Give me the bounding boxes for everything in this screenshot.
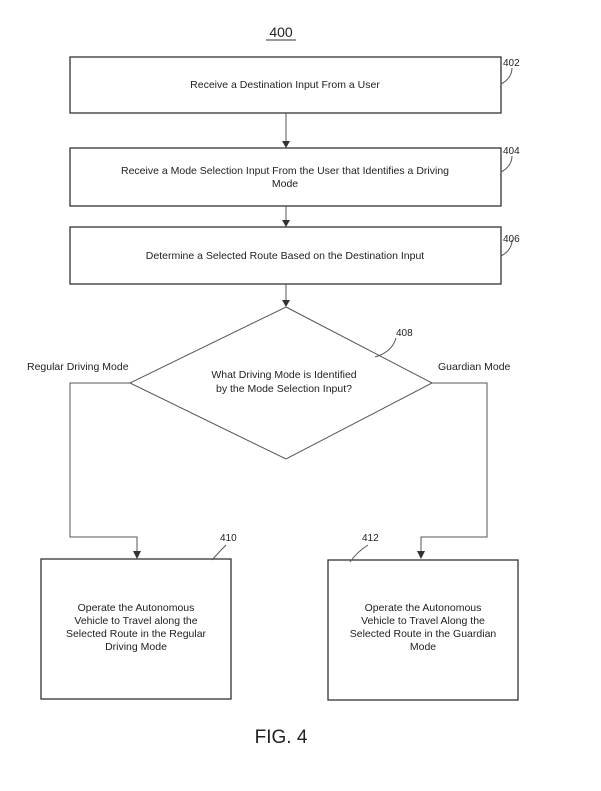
step-404-ref-leader xyxy=(500,155,513,173)
arrowhead-to-412 xyxy=(417,551,425,559)
step-410-box xyxy=(40,558,232,700)
figure-number: 400 xyxy=(269,24,293,40)
branch-left-path xyxy=(69,382,138,551)
decision-408-label-line1: What Driving Mode is Identified xyxy=(211,369,356,381)
step-406-box xyxy=(69,226,502,285)
step-404-label-line2: Mode xyxy=(272,178,298,190)
figure-caption: FIG. 4 xyxy=(255,727,308,748)
arrowhead-402-404 xyxy=(282,141,290,148)
step-412-ref-leader xyxy=(349,544,369,563)
step-412-label-line4: Mode xyxy=(410,641,436,653)
step-406-ref-leader xyxy=(500,239,513,257)
step-404-ref: 404 xyxy=(503,146,520,157)
step-410-label-line1: Operate the Autonomous xyxy=(78,602,195,614)
step-412-label-line1: Operate the Autonomous xyxy=(365,602,482,614)
arrowhead-to-410 xyxy=(133,551,141,559)
decision-408-ref: 408 xyxy=(396,328,413,339)
step-412-box xyxy=(327,559,519,701)
step-404-box xyxy=(69,147,502,207)
arrowhead-404-406 xyxy=(282,220,290,227)
step-402-ref: 402 xyxy=(503,58,520,69)
decision-408-diamond xyxy=(128,306,434,460)
arrowhead-406-408 xyxy=(282,300,290,307)
step-410-label-line4: Driving Mode xyxy=(105,641,167,653)
step-406-ref: 406 xyxy=(503,234,520,245)
step-410-label-line3: Selected Route in the Regular xyxy=(66,628,207,640)
step-402-label: Receive a Destination Input From a User xyxy=(190,79,380,91)
step-406-label: Determine a Selected Route Based on the … xyxy=(146,250,425,262)
step-412-label-line3: Selected Route in the Guardian xyxy=(350,628,497,640)
step-402-ref-leader xyxy=(500,67,513,85)
step-410-ref-leader xyxy=(211,544,227,561)
branch-right-path xyxy=(420,382,488,551)
decision-408-label-line2: by the Mode Selection Input? xyxy=(216,383,352,395)
decision-408-ref-leader xyxy=(374,337,397,358)
branch-right-label: Guardian Mode xyxy=(438,361,511,373)
step-410-label-line2: Vehicle to Travel along the xyxy=(74,615,197,627)
step-412-label-line2: Vehicle to Travel Along the xyxy=(361,615,485,627)
step-404-label-line1: Receive a Mode Selection Input From the … xyxy=(121,165,449,177)
step-412-ref: 412 xyxy=(362,533,379,544)
branch-left-label: Regular Driving Mode xyxy=(27,361,129,373)
step-410-ref: 410 xyxy=(220,533,237,544)
